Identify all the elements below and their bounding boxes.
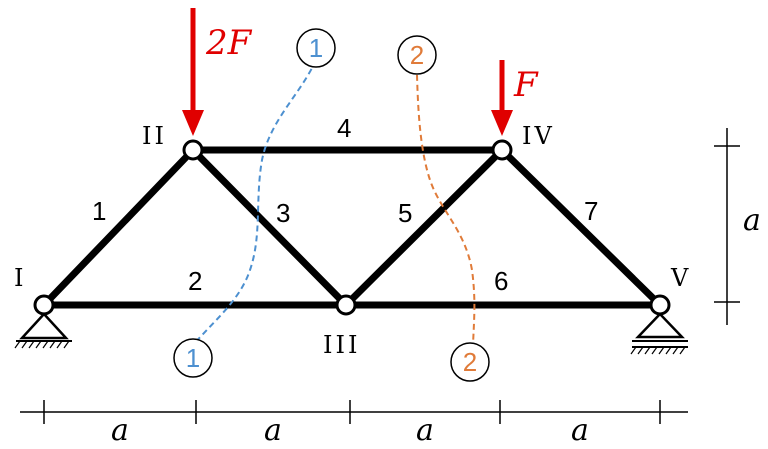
horizontal-dimension [20, 400, 688, 424]
pin-support-left [14, 312, 72, 349]
node-label-V: V [670, 264, 689, 292]
span-label-4: a [571, 413, 589, 448]
section-marker-1-top: 1 [296, 28, 336, 68]
node-II [182, 139, 204, 161]
node-I [33, 294, 55, 316]
member-label-3: 3 [276, 198, 290, 228]
span-label-1: a [111, 413, 129, 448]
roller-support-right [630, 312, 688, 355]
section-cut-1 [192, 59, 317, 346]
node-V [649, 294, 671, 316]
load-arrow-2F [182, 8, 204, 136]
member-label-5: 5 [398, 198, 412, 228]
load-arrow-F [491, 60, 513, 136]
section-marker-2-bottom: 2 [450, 342, 490, 382]
node-label-III: III [323, 331, 360, 359]
member-label-7: 7 [584, 196, 598, 226]
load-label-F: F [513, 65, 539, 105]
span-label-2: a [264, 413, 282, 448]
member-label-4: 4 [337, 113, 351, 143]
member-label-2: 2 [188, 266, 202, 296]
span-label-3: a [416, 413, 434, 448]
node-IV [491, 139, 513, 161]
height-label: a [743, 203, 761, 238]
svg-text:1: 1 [309, 33, 323, 63]
node-III [335, 294, 357, 316]
svg-text:2: 2 [410, 40, 424, 70]
member-label-1: 1 [92, 196, 106, 226]
svg-text:1: 1 [186, 343, 200, 373]
member-5 [342, 146, 506, 309]
member-7 [498, 146, 664, 309]
node-label-I: I [14, 264, 23, 292]
load-label-2F: 2F [205, 23, 253, 63]
section-cut-2 [416, 74, 476, 346]
svg-text:2: 2 [463, 347, 477, 377]
member-1 [40, 146, 197, 309]
vertical-dimension [714, 128, 740, 325]
member-label-6: 6 [494, 266, 508, 296]
section-marker-1-bottom: 1 [173, 338, 213, 378]
node-label-IV: IV [522, 122, 555, 150]
section-marker-2-top: 2 [397, 35, 437, 75]
member-3 [189, 146, 350, 309]
node-label-II: II [142, 122, 167, 150]
